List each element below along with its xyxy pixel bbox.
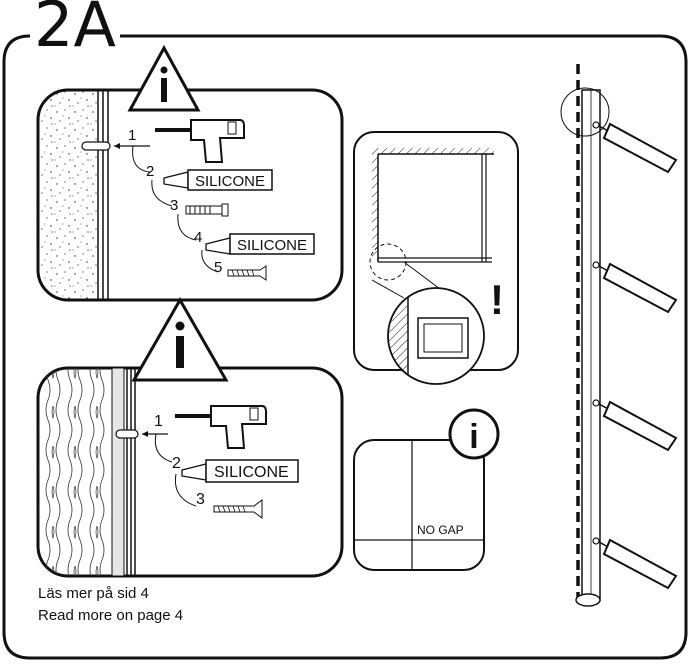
step-number: 3	[170, 197, 178, 214]
info-icon: i	[469, 418, 478, 456]
wood-wall-panel	[36, 366, 344, 578]
step-number: 3	[196, 491, 205, 508]
step-title: 2A	[30, 0, 120, 56]
screwdriver-icon	[592, 261, 678, 314]
silicone-label: SILICONE	[214, 464, 289, 481]
frame-detail-panel: !	[353, 131, 519, 385]
silicone-tube-icon	[163, 169, 273, 191]
step-number: 2	[172, 455, 181, 472]
masonry-wall-panel	[36, 88, 344, 302]
warning-info-icon	[131, 296, 229, 382]
step-number: 5	[214, 259, 222, 276]
step-number: 1	[154, 413, 163, 430]
step-number: 4	[194, 229, 202, 246]
warning-info-icon	[127, 44, 201, 112]
no-gap-panel: NO GAP i	[353, 408, 500, 571]
exclamation-mark: !	[490, 276, 504, 323]
footer-note-english: Read more on page 4	[38, 607, 184, 624]
silicone-tube-icon	[181, 459, 299, 483]
outer-frame	[2, 34, 688, 660]
screwdriver-icon	[592, 399, 678, 452]
silicone-label: SILICONE	[195, 173, 265, 190]
step-number: 1	[128, 127, 136, 144]
screw-icon	[213, 499, 263, 519]
screwdriver-icon	[592, 537, 678, 590]
step-number: 2	[146, 163, 154, 180]
wall-plug-icon	[185, 203, 229, 217]
drill-icon	[155, 119, 245, 163]
drill-icon	[175, 405, 267, 449]
screw-icon	[227, 265, 267, 281]
no-gap-label: NO GAP	[417, 523, 464, 537]
footer-note-swedish: Läs mer på sid 4	[38, 585, 149, 602]
silicone-tube-icon	[205, 233, 315, 255]
silicone-label: SILICONE	[237, 237, 307, 254]
screwdriver-icon	[592, 121, 678, 174]
wall-profile-drawing	[560, 64, 678, 607]
